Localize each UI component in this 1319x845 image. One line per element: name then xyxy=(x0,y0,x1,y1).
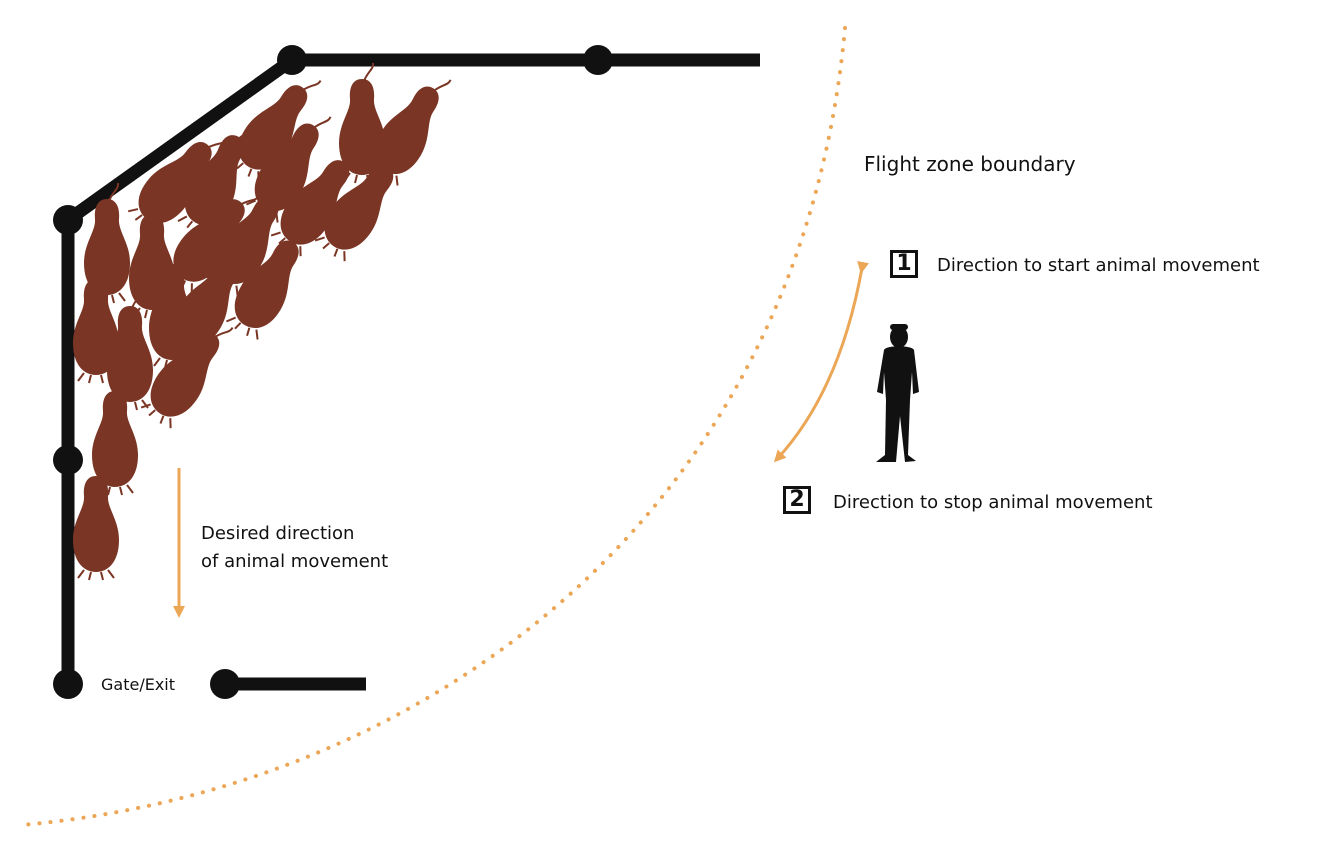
cattle-herd xyxy=(72,60,462,581)
start-movement-label: Direction to start animal movement xyxy=(937,255,1260,276)
fence-post xyxy=(53,669,83,699)
fence-post xyxy=(53,445,83,475)
stop-movement-label: Direction to stop animal movement xyxy=(833,492,1153,513)
gate-exit-label: Gate/Exit xyxy=(101,675,176,694)
pen-fence xyxy=(53,45,760,699)
fence-post xyxy=(53,205,83,235)
desired-direction-line-2: of animal movement xyxy=(201,551,389,572)
start-stop-double-arrow xyxy=(773,261,869,463)
fence-post xyxy=(583,45,613,75)
step-2-badge: 2 xyxy=(783,486,811,514)
fence-post xyxy=(277,45,307,75)
step-1-badge: 1 xyxy=(890,250,918,278)
desired-direction-line-1: Desired direction xyxy=(201,523,355,544)
cattle-icon xyxy=(338,62,386,184)
handler-silhouette-icon xyxy=(876,324,919,462)
flight-zone-boundary xyxy=(20,26,847,827)
flight-zone-label: Flight zone boundary xyxy=(864,152,1076,176)
gate-post xyxy=(210,669,240,699)
desired-direction-label: Desired direction of animal movement xyxy=(201,520,388,576)
